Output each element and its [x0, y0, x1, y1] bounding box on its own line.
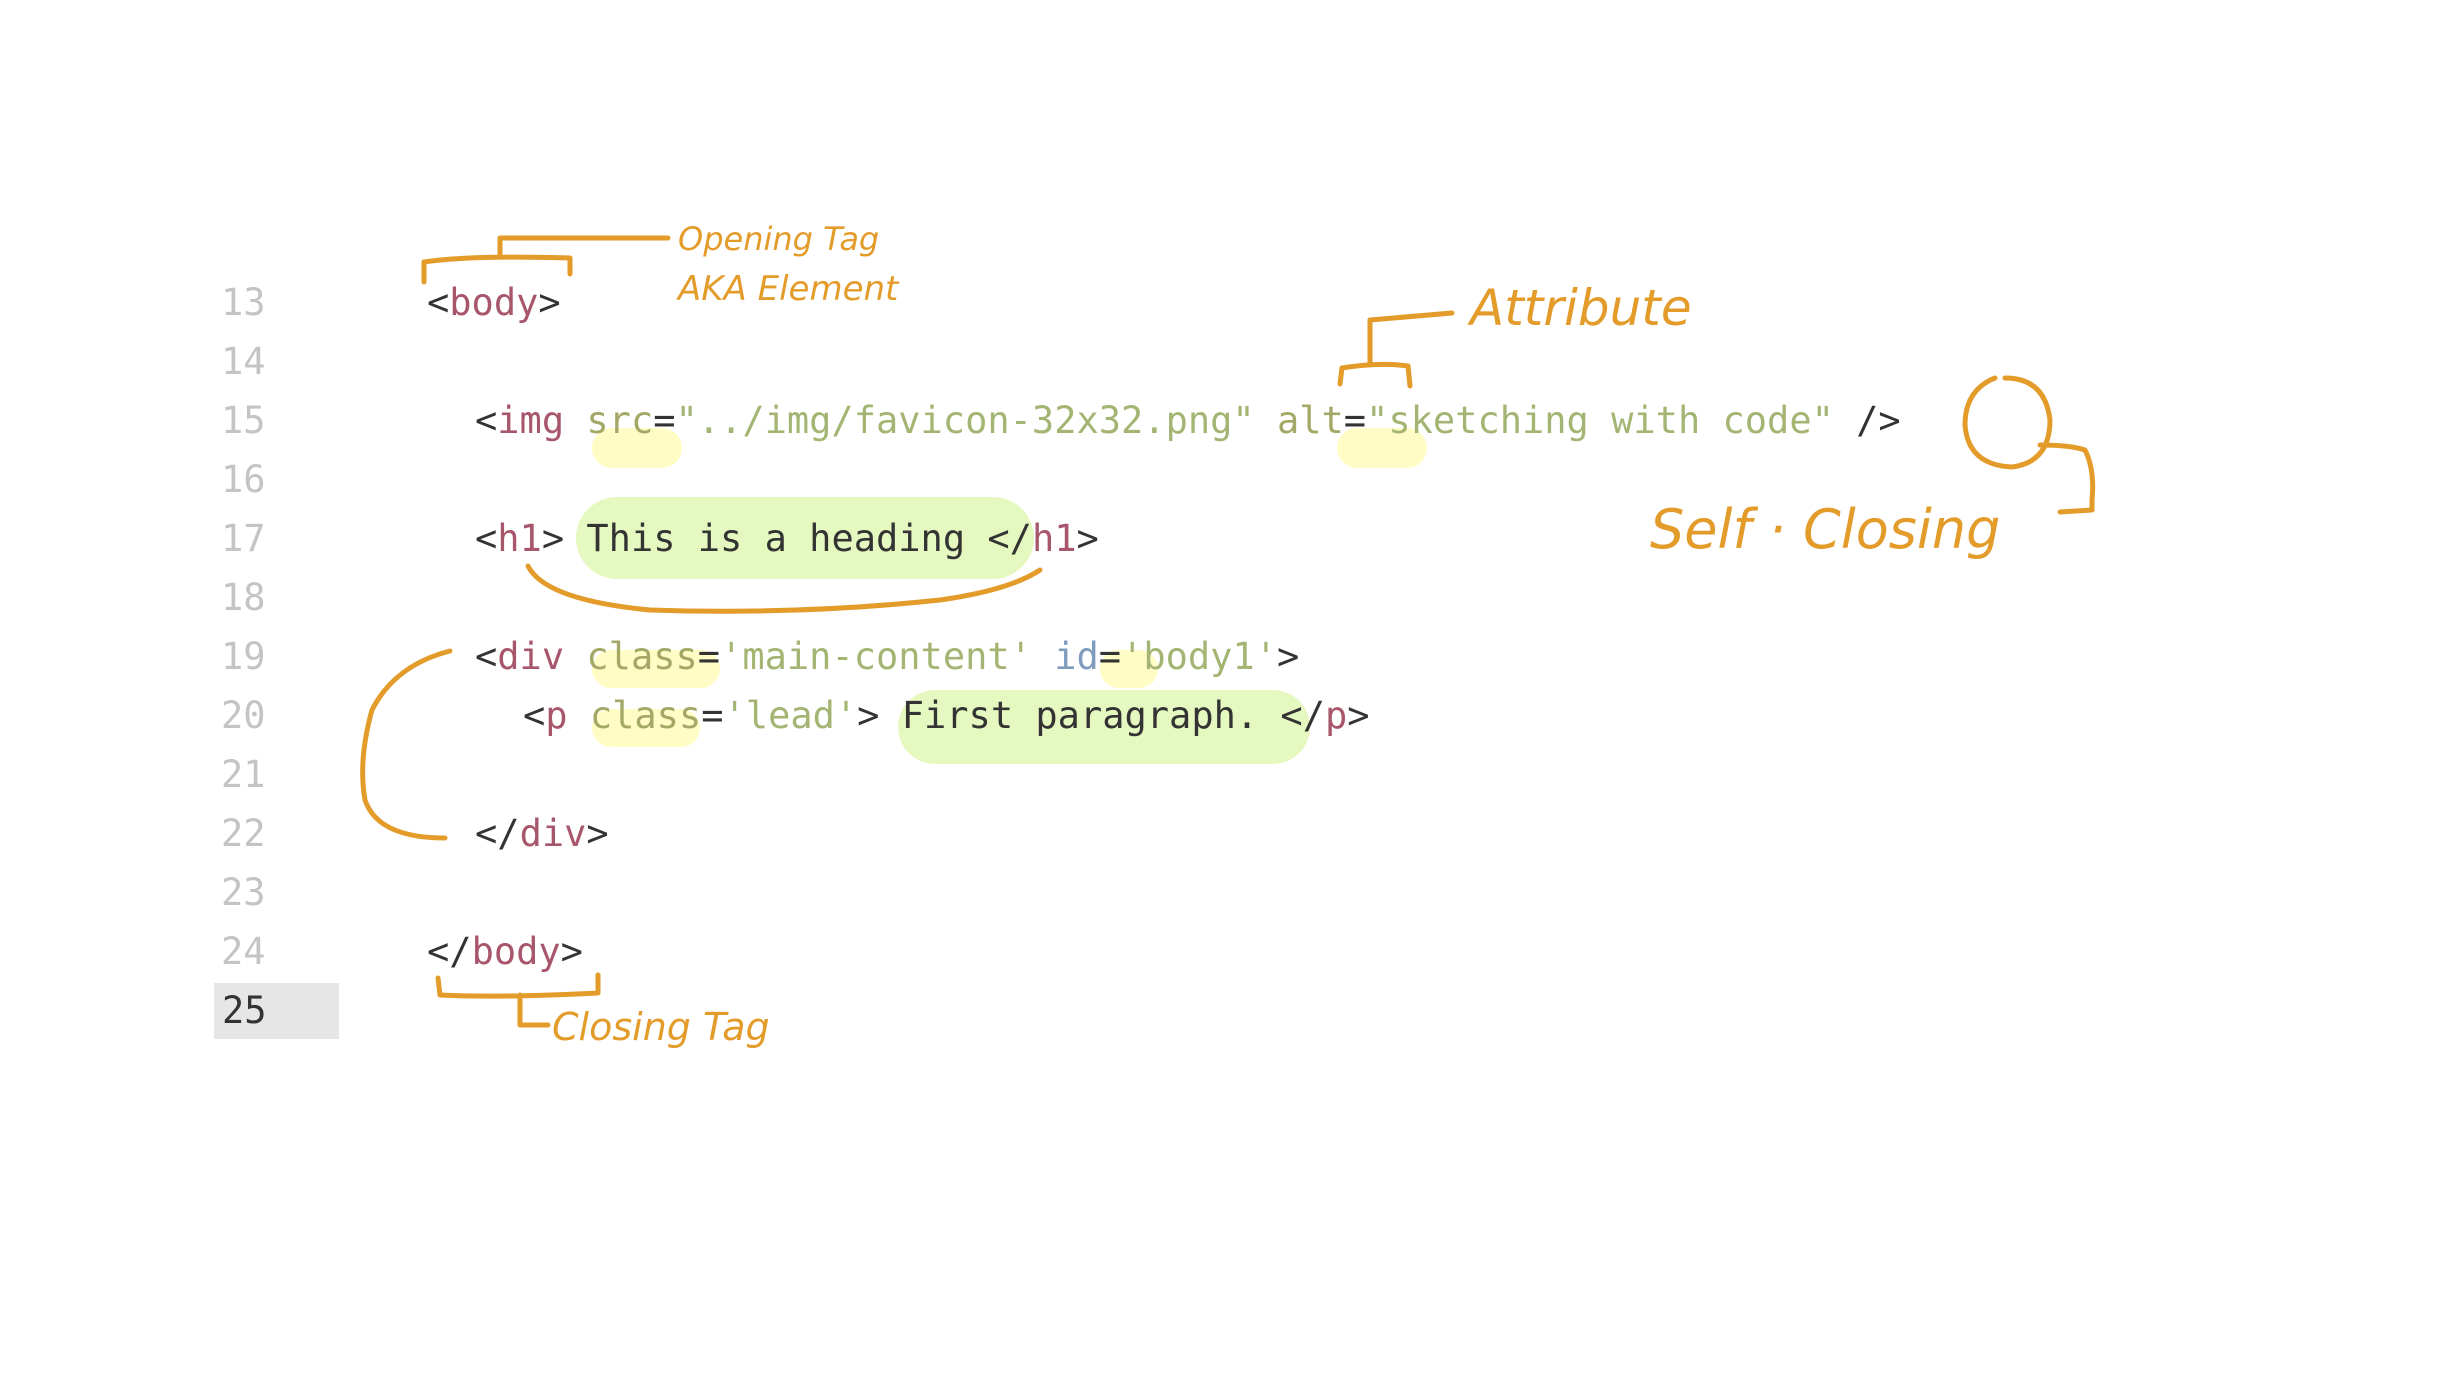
self-closing-label: Self · Closing [1650, 498, 2000, 561]
self-closing-circle [1962, 375, 2053, 470]
highlight-alt [1337, 428, 1427, 468]
opening-tag-label: Opening Tag [678, 220, 879, 258]
line-number: 17 [221, 517, 266, 560]
code-line-17[interactable]: <h1> This is a heading </h1> [475, 517, 1099, 560]
line-number-current: 25 [214, 983, 339, 1039]
line-number: 19 [221, 635, 266, 678]
closing-tag-bracket [435, 972, 601, 1028]
self-closing-brace [2037, 442, 2096, 515]
code-line-19[interactable]: <div class='main-content' id='body1'> [475, 635, 1300, 678]
line-number: 18 [221, 576, 266, 619]
code-line-22[interactable]: </div> [475, 812, 609, 855]
attribute-label: Attribute [1467, 279, 1692, 337]
line-number: 24 [221, 930, 266, 973]
closing-tag-label: Closing Tag [552, 1005, 770, 1049]
highlight-paragraph-text [898, 690, 1310, 764]
code-line-13[interactable]: <body> [427, 281, 561, 324]
attribute-bracket [1337, 310, 1455, 389]
highlight-src [592, 428, 682, 468]
line-number: 22 [221, 812, 266, 855]
line-number: 21 [221, 753, 266, 796]
code-line-24[interactable]: </body> [427, 930, 583, 973]
line-number: 16 [221, 458, 266, 501]
highlight-id [1100, 650, 1158, 688]
line-number: 23 [221, 871, 266, 914]
highlight-class-div [592, 650, 720, 688]
code-line-20[interactable]: <p class='lead'> First paragraph. </p> [523, 694, 1370, 737]
line-number: 15 [221, 399, 266, 442]
code-line-15[interactable]: <img src="../img/favicon-32x32.png" alt=… [475, 399, 1901, 442]
line-number: 14 [221, 340, 266, 383]
line-number: 13 [221, 281, 266, 324]
opening-tag-label-2: AKA Element [676, 269, 900, 309]
highlight-class-p [592, 709, 700, 747]
line-number: 20 [221, 694, 266, 737]
div-brace [360, 648, 453, 841]
